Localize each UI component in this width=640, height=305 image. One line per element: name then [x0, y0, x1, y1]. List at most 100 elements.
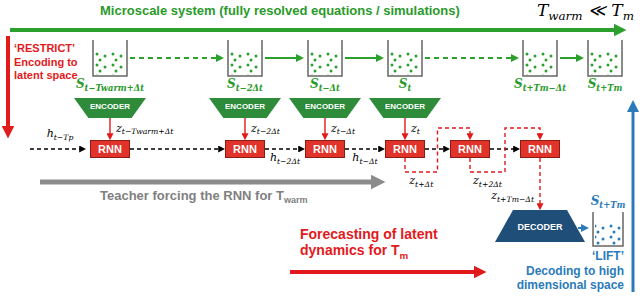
latent-variable-label: zt−Twarm+Δt — [115, 123, 174, 136]
subscript: t+Tm — [599, 200, 625, 210]
state-label: St — [399, 78, 412, 92]
text-run: ‘LIFT’ — [592, 249, 624, 263]
hidden-state-connector — [425, 148, 446, 149]
lift-arrow — [632, 106, 635, 292]
text-run: ‘RESTRICT’ — [14, 42, 75, 54]
time-scale-note: Twarm ≪ Tm — [537, 1, 634, 21]
latent-variable-label: zt−2Δt — [250, 123, 281, 136]
hidden-state-connector — [490, 148, 516, 149]
subscript: t+2Δt — [479, 180, 502, 189]
decoder-trapezoid: DECODER — [495, 210, 585, 242]
restrict-arrow — [6, 36, 10, 132]
particle-tube — [93, 40, 127, 76]
time-step-arrow — [560, 57, 580, 59]
tube-outline — [523, 40, 557, 76]
node-label: RNN — [98, 144, 122, 155]
rnn-box: RNN — [385, 140, 425, 158]
node-label: ENCODER — [90, 103, 130, 111]
forecast-arrow — [290, 270, 480, 274]
state-label: St−Twarm+Δt — [76, 78, 144, 92]
trapezoid-fill — [369, 98, 441, 118]
text-run: z — [491, 189, 497, 202]
particle-tube — [308, 40, 342, 76]
particles — [390, 52, 420, 75]
subscript: t+Tm−Δt — [523, 83, 566, 93]
text-run: S — [591, 194, 600, 208]
time-step-arrow — [265, 57, 300, 59]
hidden-state-connector — [265, 148, 301, 149]
subscript: t+Tm — [596, 83, 622, 93]
state-label: St+Tm−Δt — [514, 78, 566, 92]
node-label: ENCODER — [225, 103, 265, 111]
encoder-trapezoid: ENCODER — [369, 98, 441, 118]
subscript: t+Δt — [415, 180, 433, 189]
subscript: t−Δt — [359, 157, 377, 166]
tube-outline — [228, 40, 262, 76]
teacher-forcing-note: Teacher forcing the RNN for Twarm — [100, 189, 308, 204]
node-label: RNN — [528, 144, 552, 155]
latent-connector — [539, 158, 540, 206]
teacher-forcing-arrow — [40, 180, 378, 185]
particles — [95, 52, 125, 75]
trapezoid-fill — [495, 210, 585, 242]
particle-tube — [388, 40, 422, 76]
text-run: S — [310, 77, 319, 91]
latent-variable-label: zt+Δt — [408, 175, 434, 188]
text-run: Microscale system (fully resolved equati… — [100, 3, 460, 18]
particles — [595, 223, 621, 245]
particles — [230, 52, 260, 75]
text-run: S — [227, 77, 236, 91]
decode-arrow — [578, 227, 585, 229]
state-label: St+Tm — [588, 78, 623, 92]
hidden-state-label: ht−Δt — [351, 152, 378, 165]
latent-variable-label: zt+2Δt — [472, 175, 503, 188]
subscript: m — [400, 250, 409, 261]
latent-variable-label: zt−Δt — [330, 123, 356, 136]
text-run: ≪ T — [583, 0, 623, 20]
text-run: Teacher forcing the RNN for T — [100, 188, 284, 203]
node-label: RNN — [313, 144, 337, 155]
subscript: t−Twarm+Δt — [85, 83, 145, 93]
text-run: z — [409, 174, 415, 187]
time-step-arrow — [425, 57, 515, 59]
subscript: t−2Δt — [277, 157, 300, 166]
text-run: z — [331, 122, 337, 135]
subscript: t−Δt — [337, 127, 355, 136]
microscale-arrow — [10, 28, 620, 32]
subscript: t−2Δt — [236, 83, 263, 93]
particle-tube — [523, 40, 557, 76]
text-run: S — [399, 77, 408, 91]
text-run: h — [270, 151, 277, 164]
subscript: t−Δt — [319, 83, 340, 93]
node-label: RNN — [233, 144, 257, 155]
latent-connector — [324, 118, 325, 136]
particles — [590, 52, 620, 75]
restrict-label: ‘RESTRICT’ — [14, 42, 75, 55]
tube-outline — [593, 212, 623, 246]
hidden-state-connector — [130, 148, 221, 149]
text-run: T — [537, 0, 548, 20]
lift-label: ‘LIFT’ — [592, 250, 624, 264]
rnn-box: RNN — [305, 140, 345, 158]
text-run: z — [116, 122, 122, 135]
encoder-trapezoid: ENCODER — [74, 98, 146, 118]
encoder-trapezoid: ENCODER — [209, 98, 281, 118]
system-title: Microscale system (fully resolved equati… — [100, 4, 460, 19]
particles — [310, 52, 340, 75]
subscript: t−Twarm+Δt — [122, 127, 174, 136]
hidden-state-label: ht−Tp — [47, 128, 74, 141]
text-run: h — [47, 127, 54, 140]
text-run: Encoding to latent space — [14, 56, 78, 81]
text-run: Forecasting of latent dynamics for T — [300, 226, 438, 258]
rnn-box: RNN — [90, 140, 130, 158]
text-run: z — [473, 174, 479, 187]
text-run: S — [514, 77, 523, 91]
trapezoid-fill — [289, 98, 361, 118]
tube-outline — [308, 40, 342, 76]
particle-tube — [588, 40, 622, 76]
state-label: St−2Δt — [227, 78, 263, 92]
particle-tube — [228, 40, 262, 76]
text-run: z — [251, 122, 257, 135]
